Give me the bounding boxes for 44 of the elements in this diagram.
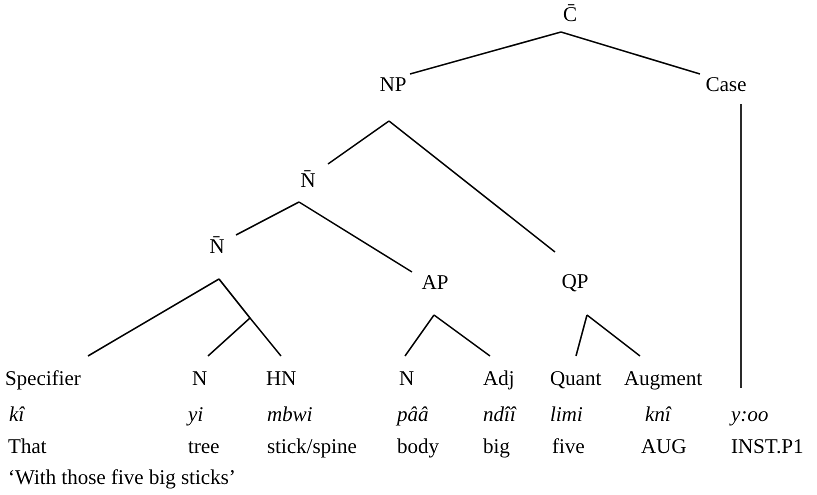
category-label: N̄	[300, 170, 316, 191]
translation-caption: ‘With those five big sticks’	[8, 467, 236, 488]
word-form: kî	[9, 404, 24, 425]
word-form: knî	[645, 404, 671, 425]
gloss: big	[483, 436, 510, 457]
branch-line	[388, 120, 556, 253]
gloss: body	[397, 436, 439, 457]
branch-line	[434, 314, 490, 357]
category-label: QP	[562, 271, 588, 292]
category-label: Adj	[483, 368, 514, 389]
gloss: tree	[188, 436, 220, 457]
branch-line	[404, 314, 435, 356]
gloss: INST.P1	[731, 436, 804, 457]
branch-line	[236, 201, 300, 236]
word-form: y:oo	[731, 404, 768, 425]
word-form: yi	[188, 404, 204, 425]
branch-line	[218, 278, 282, 356]
category-label: N̄	[209, 236, 225, 257]
gloss: stick/spine	[267, 436, 357, 457]
category-label: Specifier	[5, 368, 81, 389]
gloss: five	[552, 436, 585, 457]
branch-line	[560, 31, 700, 75]
word-form: ndîî	[483, 404, 516, 425]
category-label: N	[192, 368, 208, 389]
branch-line	[410, 31, 562, 75]
gloss: That	[8, 436, 46, 457]
category-label: AP	[422, 272, 448, 293]
category-label: Quant	[550, 368, 602, 389]
branch-line	[328, 120, 390, 165]
category-label: HN	[266, 368, 296, 389]
word-form: mbwi	[267, 404, 313, 425]
category-label: Case	[706, 74, 746, 95]
category-label: NP	[380, 74, 406, 95]
branch-line	[740, 104, 742, 388]
category-label: Augment	[624, 368, 702, 389]
branch-line	[575, 314, 588, 356]
category-label: C̄	[562, 4, 577, 25]
branch-line	[298, 201, 412, 273]
branch-line	[88, 278, 220, 357]
word-form: pââ	[397, 404, 428, 425]
category-label: N	[399, 368, 414, 389]
gloss: AUG	[641, 436, 686, 457]
word-form: limi	[550, 404, 583, 425]
branch-line	[586, 314, 640, 357]
